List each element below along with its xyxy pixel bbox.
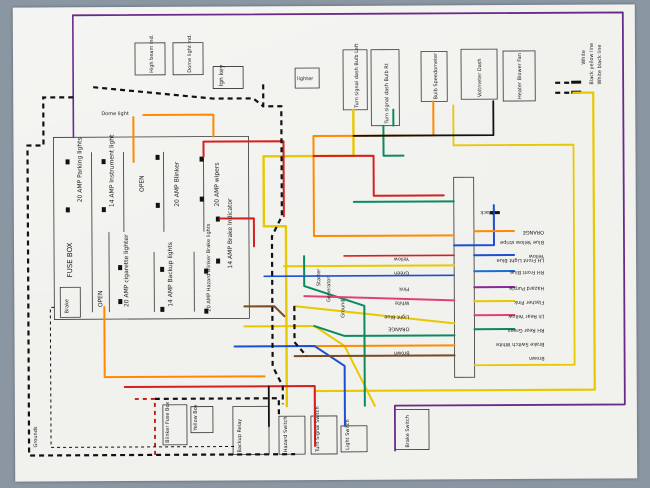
brake-switch-box [394,409,430,451]
brake-switch-label: Brake Switch [405,415,411,447]
wiring-diagram: FUSE BOX 20 AMP Parking lights 14 AMP In… [26,11,626,457]
fuse-20-wipers: 20 AMP wipers [214,163,221,207]
connector-label: Brown [529,355,545,361]
connector-label: Brake Switch White [496,341,545,347]
connector-label: RH Front Blue [510,269,544,275]
wire-label: Brown [394,350,410,356]
generator-label: Generator [326,276,332,302]
legend-white: White [581,50,587,65]
light-switch-label: Light Switch [345,419,351,450]
high-beam-ind-box [134,42,166,76]
lighter-label: lighter [297,76,314,82]
main-connector [453,176,476,378]
dome-light-ind-label: Dome light Ind. [187,34,193,73]
wire-label: Light Blue [384,314,409,320]
connector-label: Black [480,209,494,215]
turn-switch-label: Turn Signal Switch [315,406,321,453]
starter-label: Starter [316,268,322,286]
wire-label: ORANGE [388,326,409,332]
legend-black-yellow: Black yellow line [589,43,595,85]
high-beam-ind-label: High beam Ind. [149,34,155,73]
yellow-box [190,406,214,434]
dome-lamp-label: Dome light [101,111,129,117]
fuse-20-cig: 20 AMP cigarette lighter [123,234,130,307]
connector-label: LH Front Light Blue [497,257,545,263]
connector-label: ORANGE [523,229,544,235]
backup-relay-label: Backup Relay [237,419,243,453]
diagram-paper: FUSE BOX 20 AMP Parking lights 14 AMP In… [12,4,638,482]
connector-label: Blue Yellow stripe [500,239,544,245]
turn-left-box [342,49,368,111]
fuse-box-outline [53,135,250,320]
wire-label: Green [394,270,409,276]
fuse-open-1: OPEN [139,175,146,192]
heater-label: Heater Blower Fan [517,53,523,99]
heater-box [502,50,536,102]
turn-right-box [370,49,400,127]
ign-key-box [212,66,244,89]
legend-white-black: White black line [597,45,603,85]
blinker-fuse-box [162,404,188,446]
ign-key-label: Ign key [218,64,225,86]
light-switch-box [340,425,368,453]
fuse-box-label: FUSE BOX [66,242,74,277]
voltmeter-box [460,48,498,100]
hazard-switch-label: Hazard Switch [283,416,289,452]
ground-label: Ground [340,299,346,317]
fuse-20-blinker: 20 AMP Blinker [174,161,181,207]
connector-label: Hazard Purple [509,285,544,291]
dome-light-ind-box [172,42,204,76]
fuse-14-brake: 14 AMP Brake Indicator [227,198,234,269]
yellow-box-label: Yellow Box [193,404,199,431]
wire-label: White [395,300,410,306]
speedometer-label: Bulb Speedometer [433,52,439,99]
turn-switch-box [310,415,338,455]
voltmeter-label: Voltmeter Dash [477,58,483,97]
grounds-label: Grounds [33,426,39,447]
turn-left-label: Turn signal dash Bulb Left [354,43,360,108]
connector-label: Yellow [529,253,545,259]
fuse-20-parking: 20 AMP Parking lights [76,137,83,202]
connector-label: Lh Rear Yellow [508,313,544,319]
fuse-20-hazard: 20 AMP Hazard Blinker Brake lights [206,223,212,311]
fuse-14-backup: 14 AMP Backup lights [167,242,174,307]
connector-label: Flasher Pink [514,299,544,305]
wire-label: Yellow [394,256,410,262]
fuse-open-2: OPEN [97,291,104,308]
turn-right-label: Turn signal dash Bulb Rt [384,63,390,124]
lighter-box [294,67,320,89]
connector-label: RH Rear Green [507,327,544,333]
fuse-brake-side: Brake [64,299,70,313]
blinker-fuse-box-label: Blinker Fuse Box [165,402,171,443]
wire-label: Pink [399,286,409,292]
fuse-14-instrument: 14 AMP Instrument light [108,134,115,207]
